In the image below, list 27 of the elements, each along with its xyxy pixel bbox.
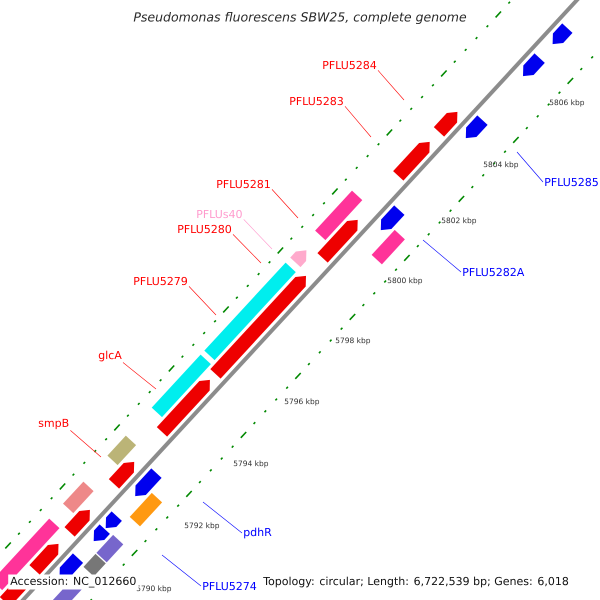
gene-label: PFLU5283 [290,96,343,106]
footer-text: Topology: circular; Length: 6,722,539 bp; Genes: 6,018 [261,574,571,590]
gene-label: PFLU5285 [545,178,598,186]
leader-line [243,219,272,250]
leader-line [272,189,298,218]
leader-line [344,106,372,138]
gene-label: PFLU5282A [463,268,524,276]
leader-line [516,152,544,182]
leader-line [232,234,262,264]
gene-label: PFLU5274 [203,582,256,590]
footer-text: Accession: NC_012660 [8,574,138,590]
gene-label: PFLU5280 [178,224,232,234]
leader-line [188,286,216,316]
leader-line [378,70,404,100]
gene-label: PFLU5284 [323,60,376,70]
gene-label: PFLU5281 [217,180,270,188]
gene-label: smpB [38,418,68,430]
gene-label: pdhR [244,528,272,538]
gene-label: PFLU5279 [134,276,188,286]
leader-line [122,362,156,390]
title: Pseudomonas fluorescens SBW25, complete genome [134,12,466,24]
leader-line [162,554,202,586]
leader-line [70,430,102,458]
gene-label: glcA [98,350,122,362]
gene-label: PFLUs40 [197,210,242,218]
leader-line [202,502,242,534]
leader-line [422,240,462,272]
